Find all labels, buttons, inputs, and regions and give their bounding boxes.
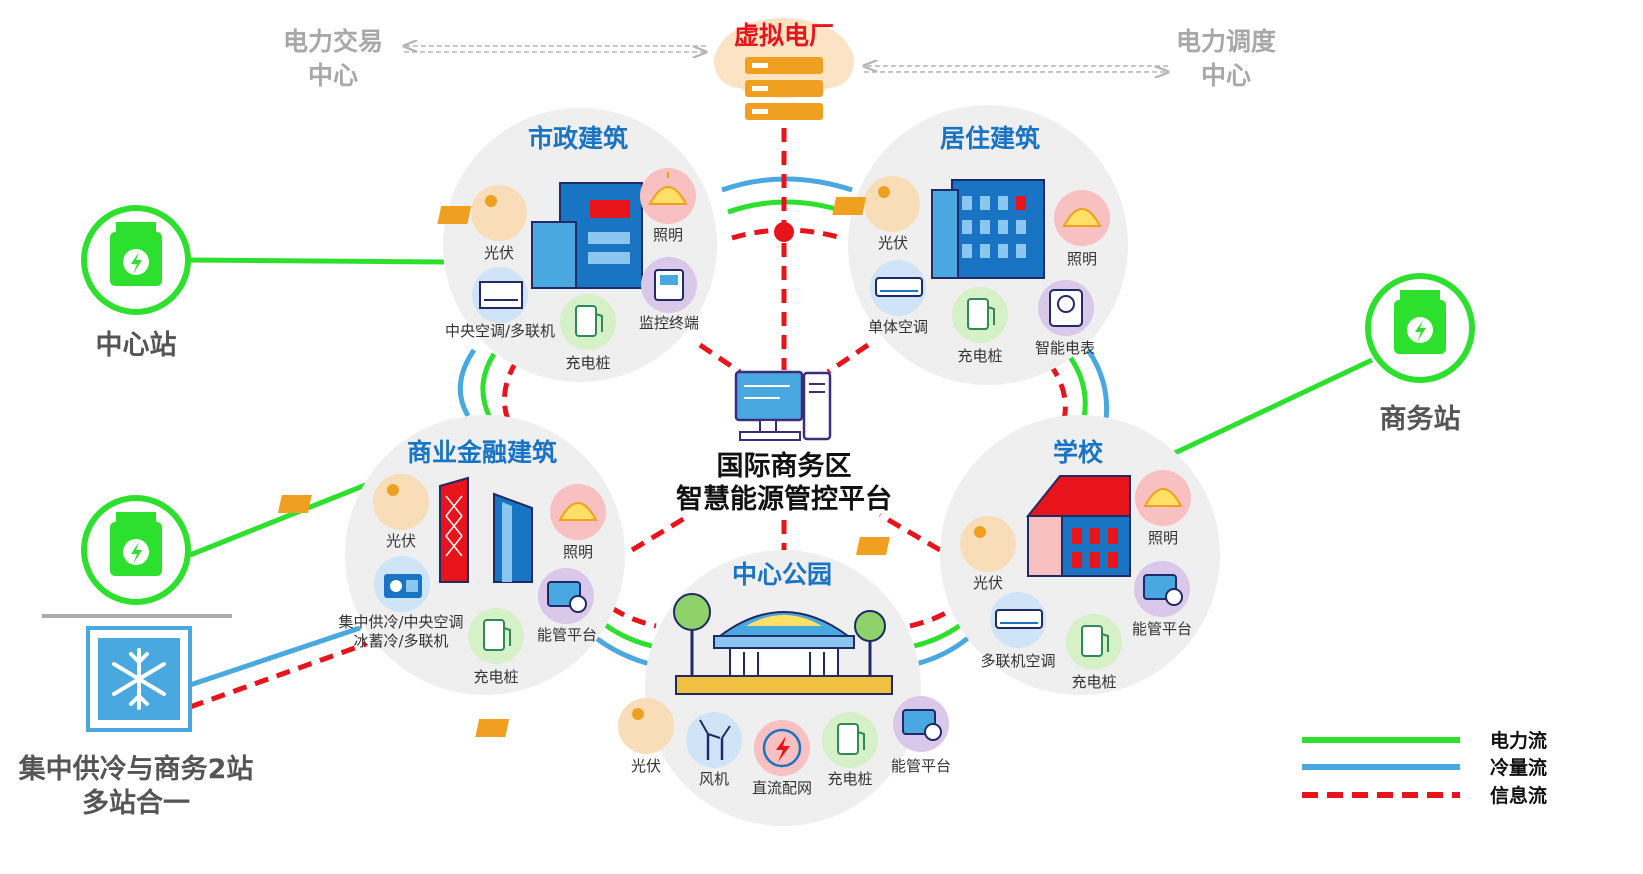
snowflake-icon [86, 626, 192, 732]
office-building-icon [531, 182, 643, 289]
park-item-wind: 风机 [699, 770, 729, 788]
park-title: 中心公园 [732, 560, 832, 589]
commercial-item-charging: 充电桩 [473, 668, 518, 686]
commercial-title: 商业金融建筑 [407, 438, 557, 467]
solar-icon [475, 698, 674, 754]
trading-center-line2: 中心 [308, 61, 358, 90]
platform-line1: 国际商务区 [717, 451, 852, 482]
charging-pile-icon [952, 287, 1008, 343]
park-item-solar: 光伏 [631, 757, 661, 775]
residential-item-charging: 充电桩 [957, 347, 1002, 365]
park-item-platform: 能管平台 [891, 757, 951, 775]
connection-lines [189, 46, 1374, 710]
wind-turbine-icon [686, 712, 742, 768]
chiller-icon [374, 556, 430, 612]
commercial-item-lighting: 照明 [563, 543, 593, 561]
vrf-ac-icon [990, 592, 1046, 648]
school-item-platform: 能管平台 [1132, 620, 1192, 638]
school-item-lighting: 照明 [1148, 529, 1178, 547]
solar-icon [856, 516, 1016, 572]
residential-item-solar: 光伏 [878, 234, 908, 252]
solar-icon [832, 176, 920, 232]
dc-grid-icon [754, 720, 810, 776]
center-station[interactable]: 中心站 [81, 205, 191, 361]
smart-meter-icon [1038, 280, 1094, 336]
school-item-vrf-ac: 多联机空调 [980, 652, 1055, 670]
trading-center-line1: 电力交易 [283, 27, 383, 56]
park-item-dc-grid: 直流配网 [752, 779, 812, 797]
cloud-server-icon [714, 18, 854, 120]
cooling-station-line1: 集中供冷与商务2站 [18, 753, 254, 785]
energy-platform[interactable]: 国际商务区 智慧能源管控平台 [676, 370, 892, 515]
legend-power-label: 电力流 [1490, 729, 1547, 752]
ac-unit-icon [472, 267, 528, 323]
center-station-label: 中心站 [96, 330, 177, 361]
school-item-solar: 光伏 [973, 574, 1003, 592]
computer-icon [734, 370, 832, 441]
legend-cooling-label: 冷量流 [1490, 756, 1547, 779]
municipal-item-charging: 充电桩 [565, 354, 610, 372]
charging-pile-icon [822, 712, 878, 768]
school-item-charging: 充电桩 [1071, 673, 1116, 691]
charging-pile-icon [560, 294, 616, 350]
trading-center: 电力交易 中心 [283, 27, 383, 90]
monitor-terminal-icon [641, 257, 697, 313]
lighting-icon [1135, 470, 1191, 526]
energy-platform-icon [538, 568, 594, 624]
split-ac-icon [870, 260, 926, 316]
residential-item-lighting: 照明 [1067, 250, 1097, 268]
park-cluster[interactable]: 中心公园 光伏 [475, 560, 951, 797]
commercial-item-cooling-1: 集中供冷/中央空调 [338, 613, 463, 631]
info-junction-dot [774, 222, 794, 242]
lighting-icon [550, 484, 606, 540]
solar-icon [437, 185, 527, 241]
energy-platform-icon [1134, 561, 1190, 617]
lighting-icon [1054, 190, 1110, 246]
energy-platform-icon [893, 696, 949, 752]
skyscraper-icon [439, 476, 533, 583]
commercial-cluster[interactable]: 商业金融建筑 光伏 照明 集中供冷/中央空调 冰蓄冷/多联机 [277, 438, 606, 686]
residential-cluster[interactable]: 居住建筑 光伏 照明 单体空调 [832, 124, 1110, 365]
lighting-icon [640, 168, 696, 224]
business-station-label: 商务站 [1380, 404, 1461, 435]
dispatch-center: 电力调度 中心 [1176, 27, 1276, 90]
cooling-station[interactable]: 集中供冷与商务2站 多站合一 [18, 495, 254, 819]
charging-pile-icon [468, 608, 524, 664]
commercial-item-cooling-2: 冰蓄冷/多联机 [353, 632, 448, 650]
park-item-charging: 充电桩 [827, 770, 872, 788]
business-station[interactable]: 商务站 [1365, 273, 1475, 435]
legend-info-label: 信息流 [1490, 784, 1547, 807]
commercial-item-platform: 能管平台 [537, 626, 597, 644]
municipal-cluster[interactable]: 市政建筑 光伏 照明 中央空调/多联机 [437, 124, 699, 372]
residential-item-split-ac: 单体空调 [868, 318, 928, 336]
municipal-title: 市政建筑 [528, 124, 628, 153]
municipal-item-central-ac: 中央空调/多联机 [445, 322, 555, 340]
charging-pile-icon [1066, 614, 1122, 670]
school-building-icon [1025, 475, 1131, 577]
solar-icon [277, 474, 429, 530]
transformer-icon [81, 205, 191, 315]
cooling-station-line2: 多站合一 [82, 787, 190, 819]
municipal-item-lighting: 照明 [653, 226, 683, 244]
school-title: 学校 [1053, 438, 1104, 467]
residential-title: 居住建筑 [940, 124, 1040, 153]
legend: 电力流 冷量流 信息流 [1302, 729, 1547, 807]
virtual-plant-label: 虚拟电厂 [734, 21, 834, 50]
school-cluster[interactable]: 学校 照明 光伏 能管平台 [856, 438, 1192, 691]
dispatch-center-line2: 中心 [1201, 61, 1251, 90]
commercial-item-solar: 光伏 [386, 532, 416, 550]
residential-item-meter: 智能电表 [1035, 339, 1095, 357]
park-gate-icon [673, 593, 893, 695]
virtual-power-plant[interactable]: 虚拟电厂 [714, 18, 854, 120]
apartment-building-icon [931, 179, 1045, 279]
municipal-item-monitor: 监控终端 [639, 314, 699, 332]
municipal-item-solar: 光伏 [484, 244, 514, 262]
transformer-icon [1365, 273, 1475, 383]
platform-line2: 智慧能源管控平台 [676, 483, 892, 515]
transformer-icon [81, 495, 191, 605]
dispatch-center-line1: 电力调度 [1176, 27, 1276, 56]
